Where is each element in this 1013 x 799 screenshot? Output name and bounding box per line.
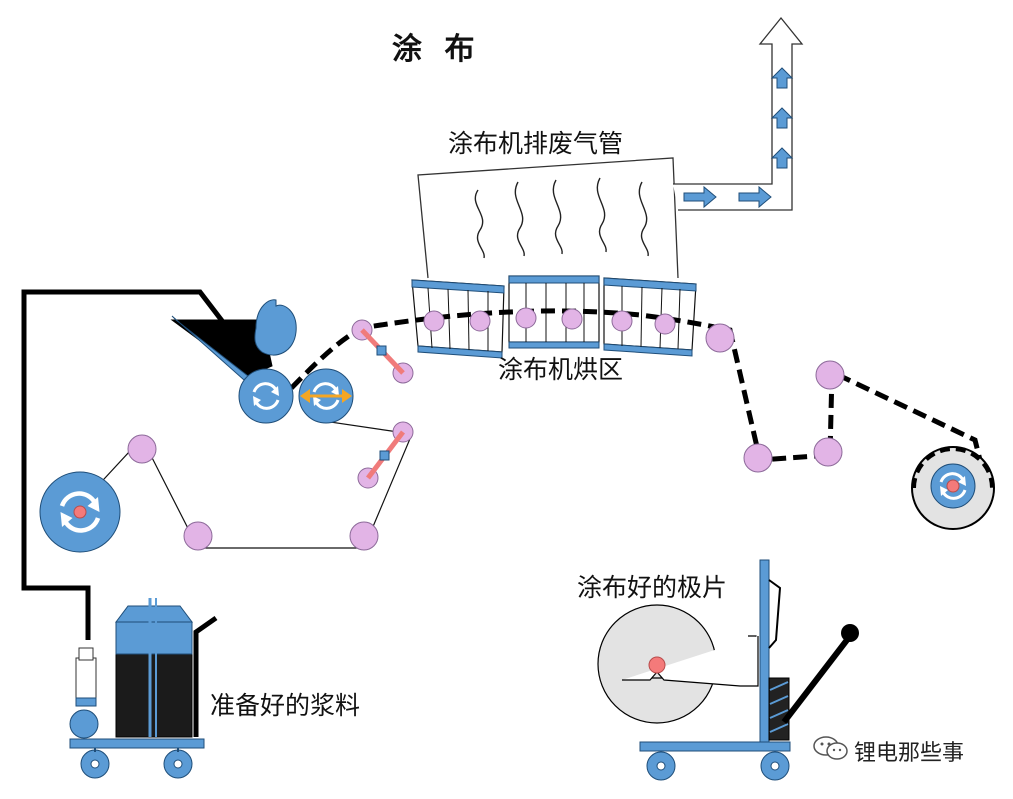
guide-roller: [349, 521, 379, 551]
watermark-text: 锂电那些事: [854, 741, 965, 766]
exhaust-duct: [417, 16, 804, 279]
guide-roller: [183, 521, 213, 551]
guide-rollers: [127, 307, 845, 551]
coating-head: [170, 299, 297, 381]
slurry-cart: [69, 598, 218, 779]
slurry-feed-line: [21, 289, 228, 640]
guide-roller: [515, 307, 537, 329]
electrode-lift-cart: [597, 559, 859, 781]
diagram-title: 涂 布: [392, 32, 481, 67]
guide-roller: [654, 313, 676, 335]
guide-roller: [423, 310, 445, 332]
coating-roller: [238, 368, 294, 424]
guide-roller: [815, 360, 845, 390]
back-roller: [298, 368, 354, 424]
coated-electrode-label: 涂布好的极片: [577, 573, 728, 602]
guide-roller: [469, 310, 491, 332]
tension-arm-upper: [360, 328, 405, 375]
dryer-zone-label: 涂布机烘区: [498, 355, 624, 384]
guide-roller: [813, 437, 843, 467]
heat-waves: [474, 177, 649, 259]
guide-roller: [561, 308, 583, 330]
guide-roller: [705, 323, 735, 353]
exhaust-pipe-label: 涂布机排废气管: [448, 129, 624, 158]
rewind-roll: [911, 446, 995, 530]
guide-roller: [127, 434, 157, 464]
guide-roller: [743, 443, 773, 473]
prepared-slurry-label: 准备好的浆料: [210, 691, 361, 720]
guide-roller: [611, 310, 633, 332]
tension-arm-lower: [366, 430, 405, 480]
unwind-roll: [39, 471, 121, 553]
wechat-icon: [813, 736, 848, 760]
